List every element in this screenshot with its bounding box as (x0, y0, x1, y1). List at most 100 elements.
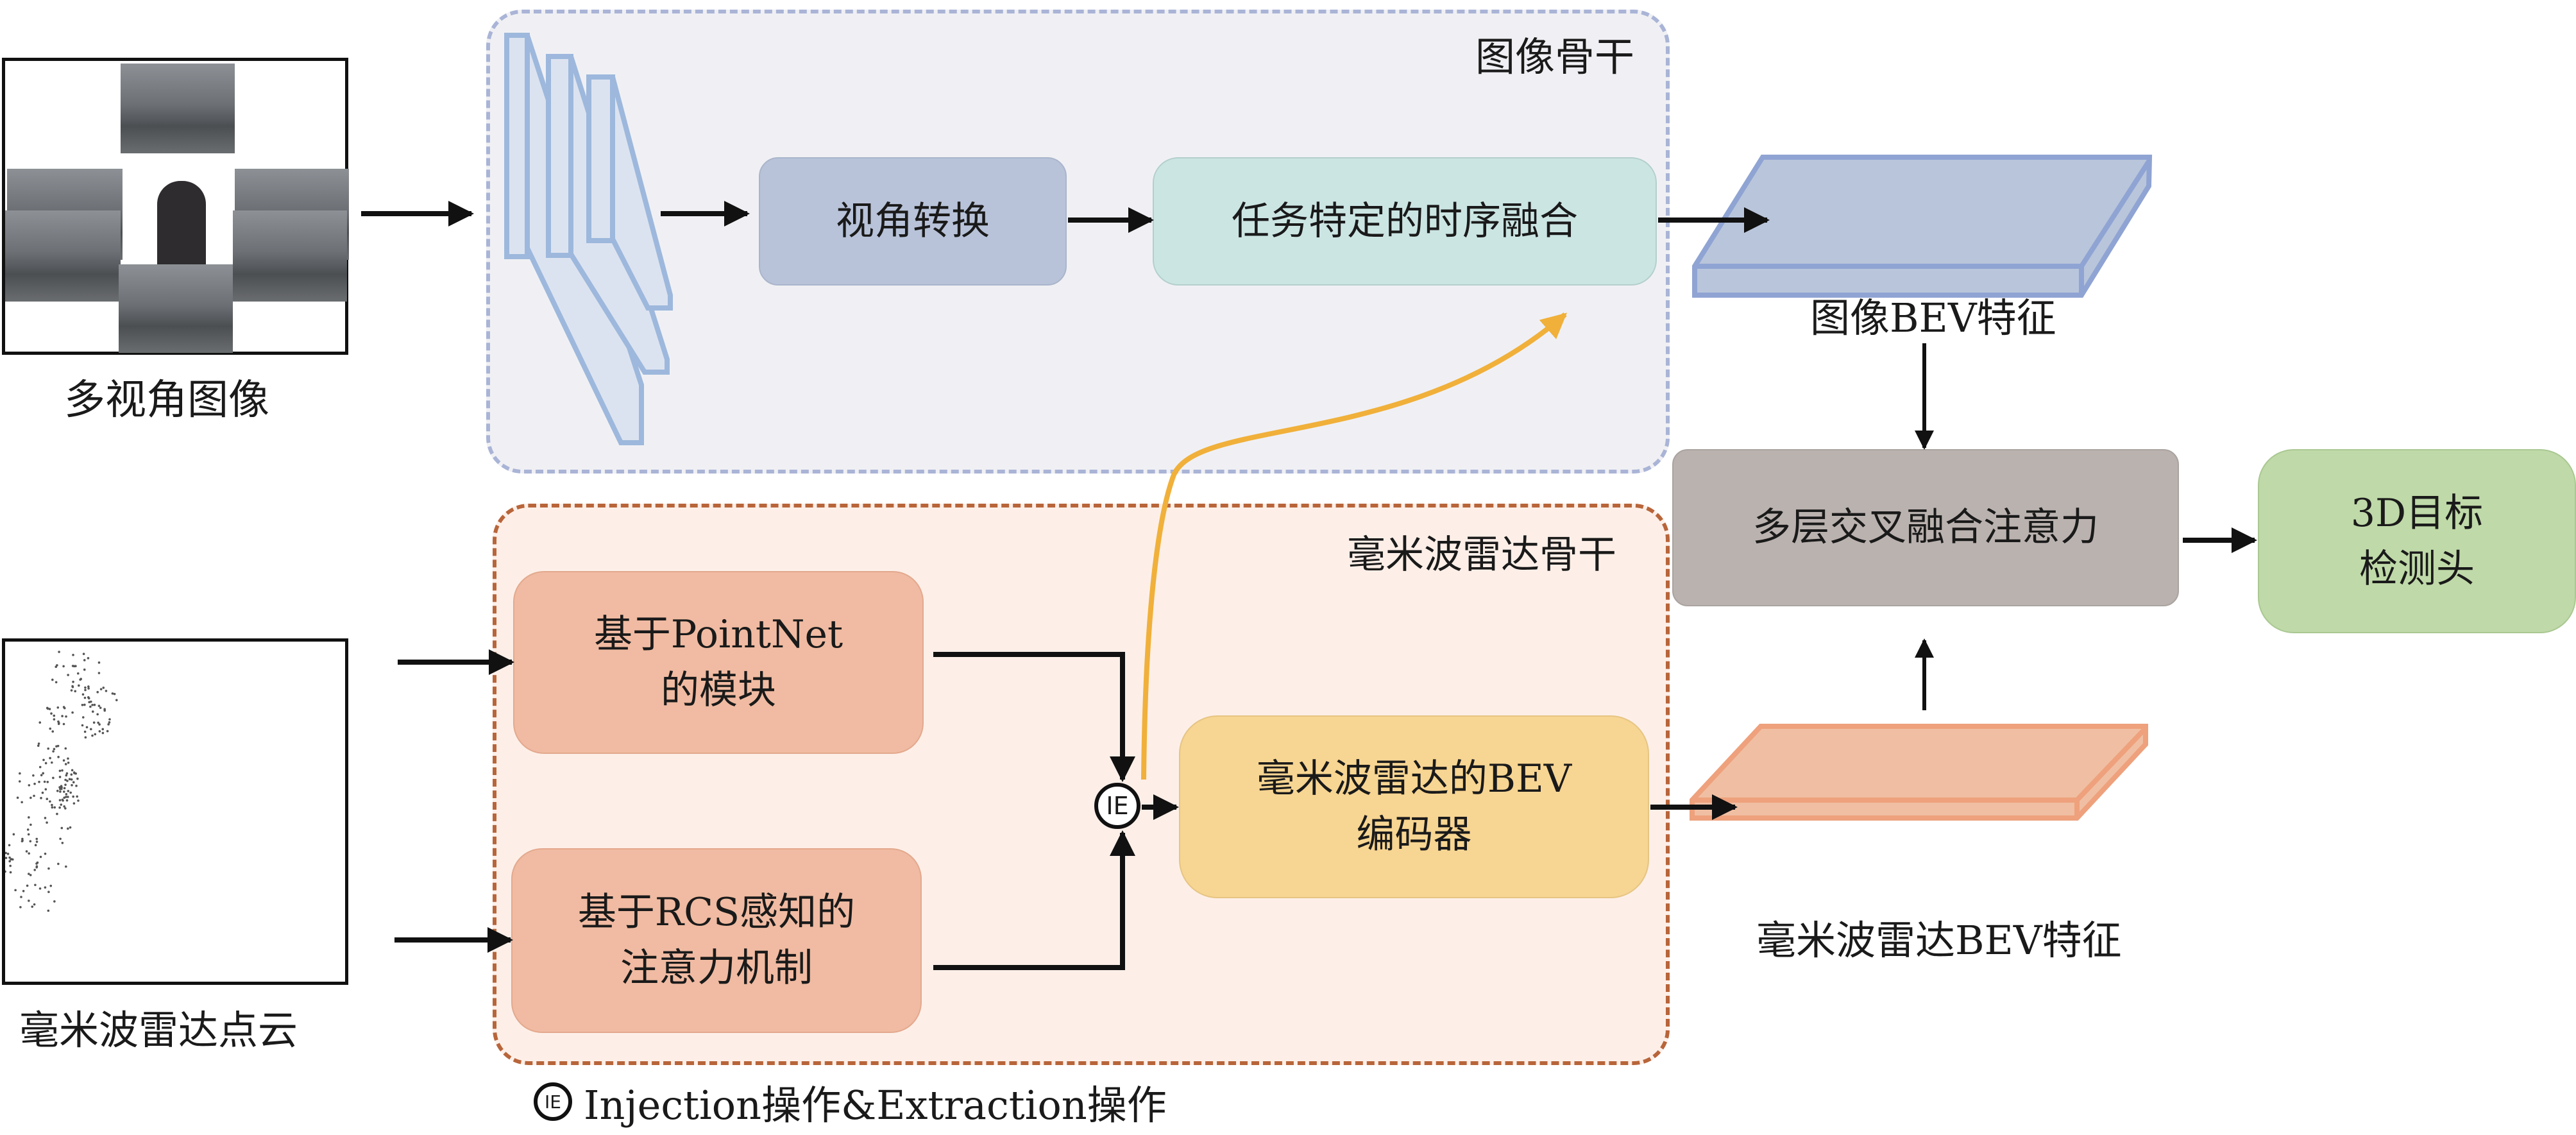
radar-point (62, 706, 65, 708)
radar-point (61, 769, 64, 772)
radar-point (69, 791, 72, 794)
radar-point (35, 837, 38, 841)
radar-point (56, 706, 60, 709)
radar-point (33, 869, 37, 871)
radar-point (34, 844, 37, 847)
radar-bev-feature-slab (1690, 724, 2148, 821)
radar-point (53, 900, 56, 903)
radar-point (87, 685, 90, 688)
radar-point (28, 873, 30, 875)
radar-point (59, 837, 62, 841)
detection-head-box: 3D目标 检测头 (2258, 449, 2576, 633)
pointnet-module-box: 基于PointNet 的模块 (513, 571, 924, 754)
radar-point (49, 727, 52, 730)
radar-point (83, 668, 86, 671)
radar-point (58, 722, 60, 724)
radar-point (32, 774, 35, 777)
radar-point (4, 857, 8, 859)
radar-point (35, 841, 38, 843)
radar-point (29, 874, 32, 876)
radar-point (21, 801, 23, 804)
radar-point (64, 763, 67, 765)
radar-point (52, 776, 55, 780)
radar-point (53, 747, 56, 751)
radar-point (47, 909, 50, 912)
image-bev-feature-slab (1692, 155, 2153, 298)
detection-head-line2: 检测头 (2359, 546, 2475, 592)
radar-point (46, 821, 48, 824)
radar-point (60, 826, 64, 830)
radar-point (51, 761, 53, 764)
radar-point (49, 884, 53, 887)
radar-point (63, 796, 66, 799)
radar-point (60, 786, 63, 789)
detection-head-line1: 3D目标 (2350, 490, 2484, 536)
radar-point (67, 796, 69, 798)
radar-point (53, 718, 56, 721)
radar-point (57, 862, 60, 866)
radar-point (42, 772, 44, 775)
radar-point (103, 709, 106, 712)
radar-point (44, 886, 47, 889)
radar-backbone-title: 毫米波雷达骨干 (1347, 533, 1616, 577)
radar-point (19, 906, 22, 909)
radar-point (98, 723, 101, 726)
radar-point (44, 817, 47, 819)
radar-point (111, 692, 114, 695)
radar-point (96, 713, 99, 716)
radar-point (67, 827, 69, 830)
radar-point (50, 712, 53, 715)
arrow-ie-to-temporal-fusion (1141, 312, 1568, 780)
cnn-layer-2-front (546, 54, 573, 258)
radar-point (71, 711, 74, 714)
radar-point (44, 788, 47, 791)
radar-point (65, 715, 67, 718)
radar-point (113, 692, 116, 696)
rcs-attention-line1: 基于RCS感知的 (577, 890, 856, 935)
radar-point (65, 793, 68, 796)
radar-point (28, 900, 30, 902)
radar-point (57, 756, 60, 758)
radar-point (55, 681, 58, 684)
radar-point (108, 718, 111, 721)
radar-point (46, 798, 49, 801)
radar-point (89, 705, 92, 708)
radar-point (97, 721, 99, 724)
radar-point (58, 769, 62, 772)
radar-point (65, 799, 69, 802)
radar-point (14, 889, 17, 892)
legend-ie-icon: IE (534, 1082, 572, 1121)
radar-bev-encoder-line2: 编码器 (1356, 812, 1472, 857)
rcs-attention-line2: 注意力机制 (620, 946, 813, 991)
radar-point (35, 866, 38, 869)
radar-point (58, 806, 61, 809)
radar-point (43, 780, 46, 783)
radar-point (81, 693, 85, 696)
radar-point (80, 678, 83, 681)
radar-point (51, 806, 54, 809)
radar-point (70, 689, 73, 692)
multiview-image-label: 多视角图像 (64, 377, 269, 424)
radar-point (36, 861, 39, 864)
legend-text: Injection操作&Extraction操作 (584, 1082, 1167, 1129)
radar-point (107, 723, 110, 726)
radar-point (64, 807, 67, 810)
radar-point (33, 782, 36, 785)
radar-point (96, 690, 99, 694)
pointnet-module-line2: 的模块 (661, 667, 776, 713)
radar-point (102, 687, 105, 689)
radar-point (52, 750, 55, 753)
radar-point (83, 730, 87, 733)
image-backbone-title: 图像骨干 (1475, 33, 1635, 80)
radar-point (47, 891, 50, 893)
radar-point (28, 816, 30, 819)
radar-point (91, 703, 94, 706)
radar-point (93, 703, 96, 706)
radar-point (87, 687, 90, 690)
radar-point (46, 780, 49, 783)
radar-point (82, 653, 85, 655)
radar-point (25, 850, 28, 853)
injection-extraction-node: IE (1094, 783, 1140, 829)
radar-point (69, 826, 72, 829)
radar-point (87, 696, 90, 699)
